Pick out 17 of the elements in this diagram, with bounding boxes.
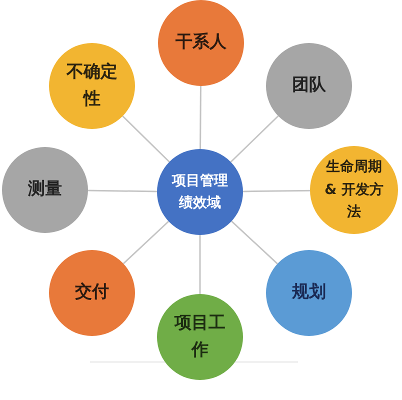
connector-line <box>122 116 170 162</box>
connector-line <box>88 190 158 192</box>
connector-line <box>122 220 170 264</box>
node-label: 交付 <box>75 281 109 304</box>
node-label: 项目工作 <box>173 312 226 362</box>
connector-line <box>200 86 202 149</box>
connector-line <box>230 115 279 163</box>
connector-line <box>231 220 278 264</box>
node-label: 干系人 <box>176 31 226 54</box>
node-label: 团队 <box>292 74 326 98</box>
node-label: 测量 <box>28 178 62 202</box>
node-label: 规划 <box>292 281 326 304</box>
node-label: 不确定性 <box>65 60 118 111</box>
node-label: 项目管理绩效域 <box>170 172 229 213</box>
node-label: 生命周期 & 开发方法 <box>323 158 385 222</box>
connector-line <box>242 190 310 192</box>
connector-line <box>199 235 201 294</box>
